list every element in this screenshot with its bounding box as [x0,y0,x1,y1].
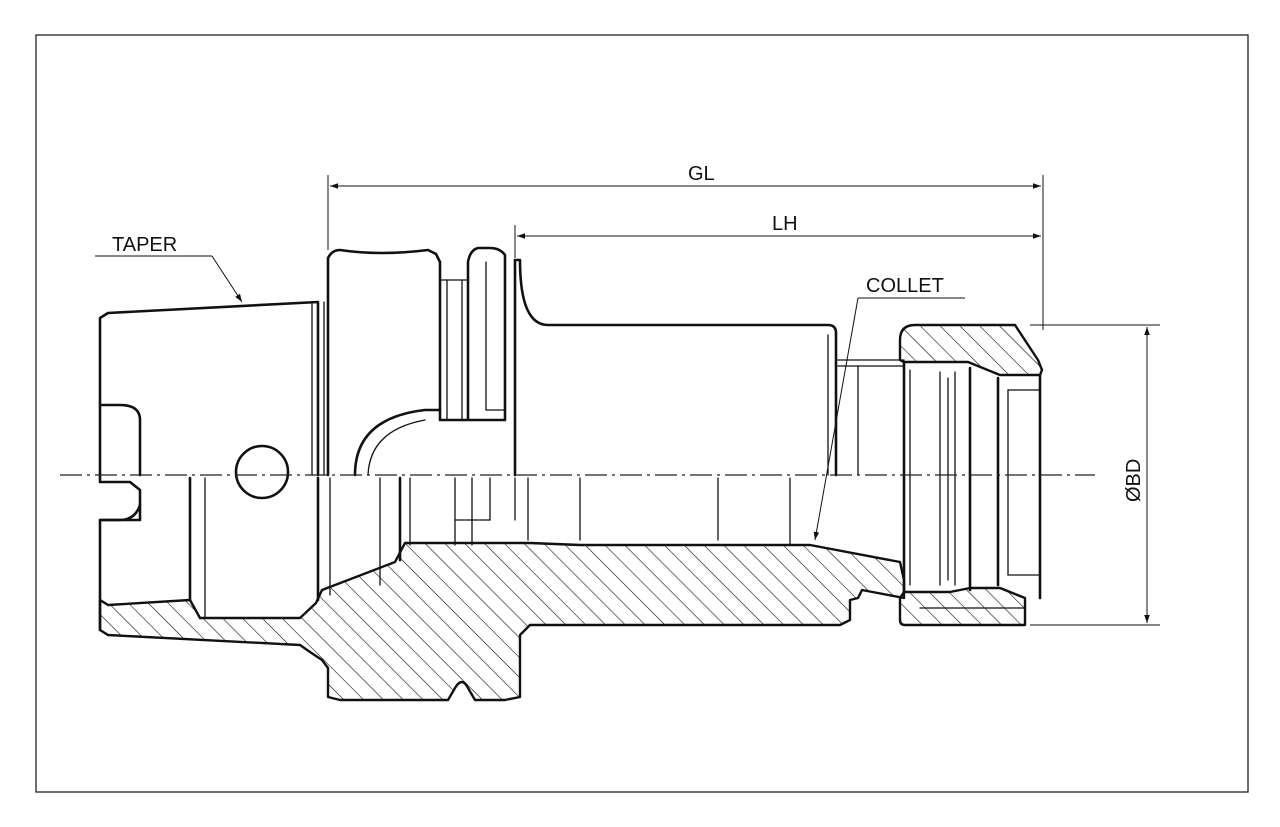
label-bd: ØBD [1123,459,1145,502]
collet-nut [898,323,1044,627]
cross-hole [234,444,290,500]
taper-leader [95,255,243,303]
bore-section-lines [454,477,791,546]
neck-top [513,258,905,477]
body-section [98,541,906,702]
label-gl: GL [688,163,715,185]
collet-leader [813,297,965,541]
dimension-lh [514,225,1041,258]
label-taper: TAPER [112,234,177,256]
taper-shank-top [98,300,325,477]
flange-top [326,246,507,477]
dimension-gl [327,175,1044,330]
dimension-bd [1030,324,1160,626]
label-lh: LH [772,213,798,235]
shank-bottom-lines [98,473,411,632]
label-collet: COLLET [866,275,944,297]
drawing-frame [35,34,1249,793]
